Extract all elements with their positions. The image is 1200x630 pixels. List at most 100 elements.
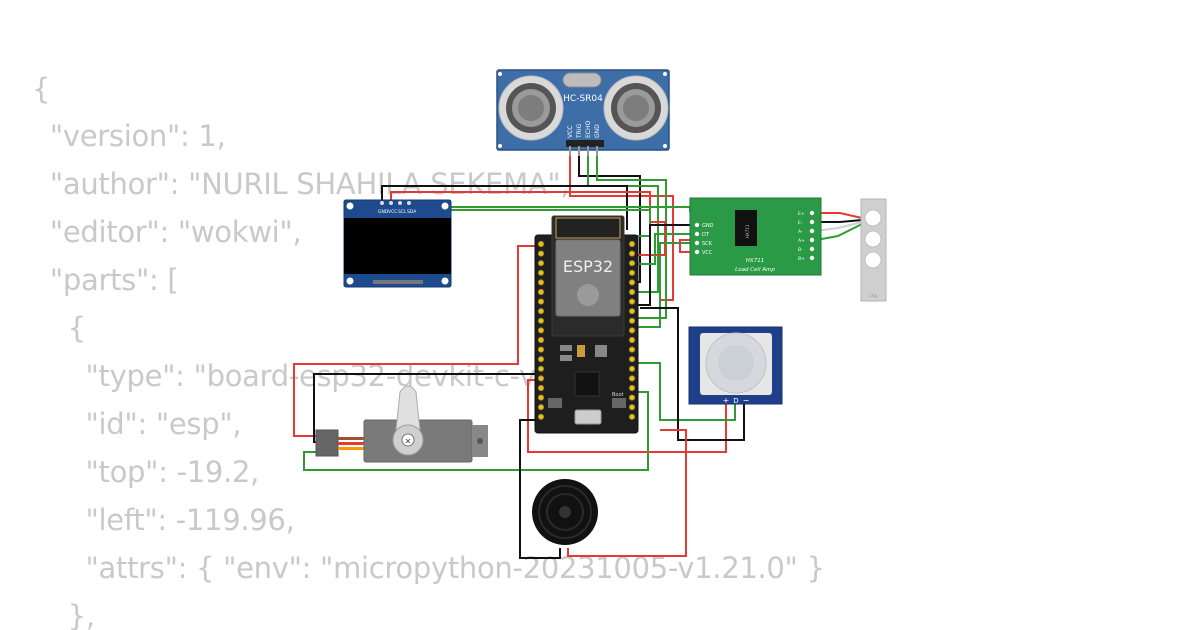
- esp32-pin[interactable]: [628, 404, 636, 411]
- hx711-pin-e-minus: E-: [798, 220, 803, 226]
- boot-button[interactable]: [612, 398, 626, 408]
- esp32-pin[interactable]: [537, 413, 545, 420]
- esp32-pin[interactable]: [628, 288, 636, 296]
- esp32-pin[interactable]: [628, 260, 636, 267]
- esp32-pin[interactable]: [537, 317, 545, 324]
- en-button[interactable]: [548, 398, 562, 408]
- esp32-pin[interactable]: [537, 279, 545, 286]
- esp32-pin[interactable]: [537, 356, 545, 363]
- pin-label-trig: TRIG: [576, 123, 583, 139]
- wire-ultrasonic-vcc: [569, 156, 674, 301]
- esp32-pin[interactable]: [628, 298, 636, 305]
- crystal-oscillator: [562, 72, 602, 88]
- esp32-pin[interactable]: [537, 346, 545, 353]
- esp32-pin[interactable]: [628, 317, 636, 324]
- json-line: "parts": [: [32, 263, 179, 297]
- esp32-pin[interactable]: [628, 413, 636, 420]
- json-line: {: [32, 72, 51, 106]
- json-line: "editor": "wokwi",: [32, 215, 302, 249]
- oled-display[interactable]: GND VCC SCL SDA: [343, 199, 452, 288]
- wire-hx711-vcc: [679, 239, 694, 253]
- oled-pin-gnd: GND: [378, 209, 389, 215]
- esp32-pin[interactable]: [537, 327, 545, 334]
- hx711-label: HX711: [746, 258, 764, 264]
- servo-connector: [315, 429, 339, 457]
- oled-pin-vcc: VCC: [388, 209, 397, 215]
- hx711-pin-sck: SCK: [702, 241, 713, 247]
- esp32-pin[interactable]: [537, 288, 545, 296]
- esp32-pin[interactable]: [537, 269, 545, 276]
- esp32-pin[interactable]: [628, 336, 636, 344]
- esp32-pin[interactable]: [628, 250, 636, 257]
- hx711-module[interactable]: HX711 HX711 Load Cell Amp GND DT SCK VCC…: [689, 197, 822, 276]
- svg-text:✕: ✕: [405, 437, 412, 446]
- esp32-pin[interactable]: [537, 394, 545, 401]
- pir-pin-d: D: [733, 397, 738, 405]
- esp32-pin[interactable]: [628, 327, 636, 334]
- oled-screen: [344, 218, 451, 274]
- wire-loadcell-red: [816, 212, 863, 219]
- esp32-pin[interactable]: [628, 269, 636, 276]
- hx711-pin-vcc: VCC: [702, 250, 713, 256]
- json-line: {: [32, 311, 86, 345]
- left-transducer: [498, 75, 564, 141]
- pir-sensor[interactable]: + D −: [688, 326, 783, 405]
- hx711-chip: [735, 210, 757, 246]
- wire-loadcell-black: [816, 219, 863, 223]
- esp32-pin[interactable]: [628, 240, 636, 248]
- esp32-pin[interactable]: [628, 375, 636, 382]
- wire-servo-brown: [313, 373, 540, 443]
- hx711-pin-dt: DT: [702, 232, 710, 238]
- json-line: "version": 1,: [32, 119, 226, 153]
- wire-pir-gnd: [640, 307, 745, 441]
- pin-label-vcc: VCC: [567, 126, 574, 138]
- hx711-pin-a-minus: A-: [798, 229, 803, 235]
- antenna-trace: [555, 217, 621, 239]
- esp32-pin[interactable]: [537, 375, 545, 382]
- json-line: "id": "esp",: [32, 407, 242, 441]
- json-line: },: [32, 599, 95, 630]
- json-line: "author": "NURIL SHAHILA SEKEMA",: [32, 167, 570, 201]
- esp32-pin[interactable]: [628, 394, 636, 401]
- esp32-board[interactable]: ESP32 Boot: [534, 215, 639, 434]
- wire-hx711-sck: [632, 242, 694, 328]
- esp32-pin[interactable]: [537, 250, 545, 257]
- hx711-pin-gnd: GND: [702, 223, 714, 229]
- esp32-pin[interactable]: [628, 308, 636, 315]
- buzzer[interactable]: [532, 479, 598, 545]
- wire-hx711-dt: [632, 233, 694, 265]
- pir-pin-minus: −: [743, 396, 750, 405]
- hx711-chip-label: HX711: [745, 224, 750, 238]
- esp32-pin[interactable]: [537, 404, 545, 411]
- esp32-pin[interactable]: [628, 356, 636, 363]
- json-line: "attrs": { "env": "micropython-20231005-…: [32, 551, 825, 585]
- usb-chip: [574, 371, 600, 397]
- esp32-pin[interactable]: [537, 384, 545, 392]
- ultrasonic-label: HC-SR04: [563, 94, 603, 104]
- right-transducer: [603, 75, 669, 141]
- esp32-pin[interactable]: [537, 260, 545, 267]
- load-cell[interactable]: 1kg: [860, 198, 887, 302]
- esp32-pin[interactable]: [537, 298, 545, 305]
- wire-pir-out: [632, 362, 736, 421]
- servo-motor[interactable]: ✕: [315, 385, 488, 463]
- wire-loadcell-white: [815, 221, 863, 232]
- oled-pin-scl: SCL: [398, 209, 407, 215]
- esp32-pin[interactable]: [628, 384, 636, 392]
- wire-servo-orange: [303, 391, 649, 471]
- ultrasonic-sensor[interactable]: HC-SR04 VCC TRIG ECHO GND: [496, 69, 670, 156]
- esp32-pin[interactable]: [628, 365, 636, 372]
- esp32-pin[interactable]: [537, 365, 545, 372]
- esp32-pin[interactable]: [537, 336, 545, 344]
- wire-ultrasonic-gnd: [596, 156, 667, 319]
- wire-servo-red: [293, 245, 540, 437]
- wire-loadcell-green: [815, 223, 863, 241]
- micro-usb-port[interactable]: [574, 409, 602, 425]
- esp32-pin[interactable]: [537, 308, 545, 315]
- esp32-pin[interactable]: [537, 240, 545, 248]
- json-line: "left": -119.96,: [32, 503, 295, 537]
- esp32-pin[interactable]: [628, 279, 636, 286]
- esp32-pin[interactable]: [628, 346, 636, 353]
- wire-pir-vcc: [527, 379, 727, 453]
- module-shield: [555, 239, 621, 317]
